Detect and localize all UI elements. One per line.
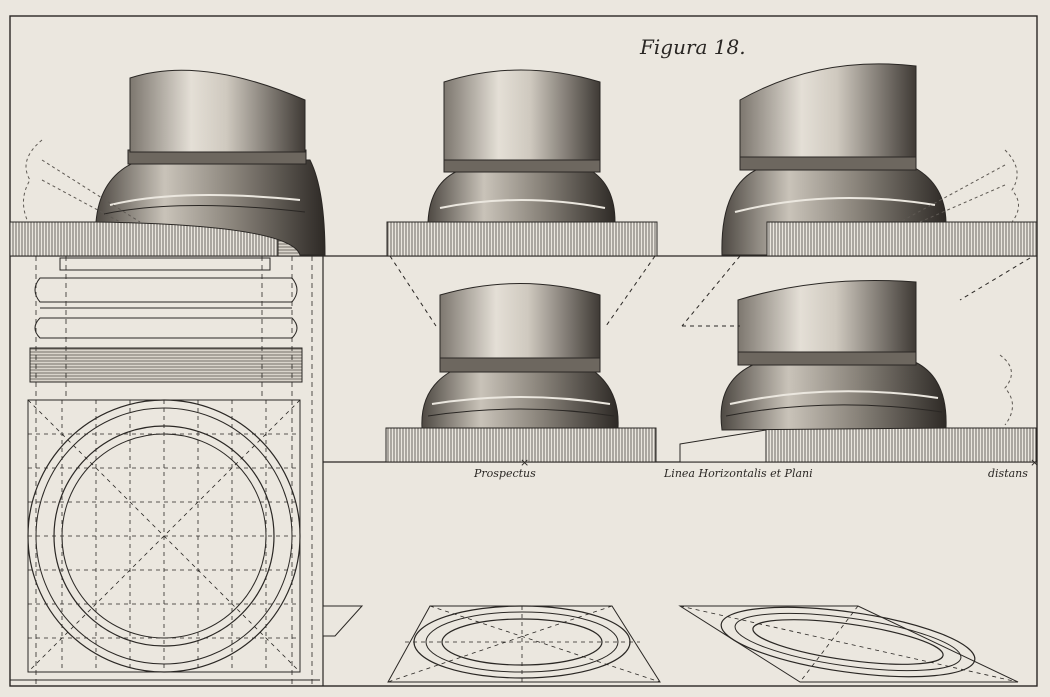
column-base-top-right xyxy=(721,63,947,256)
label-prospectus: Prospectus xyxy=(473,467,536,480)
label-horizon-line: Linea Horizontalis et Plani xyxy=(663,467,813,480)
profile-moulding-mid-right xyxy=(999,354,1013,426)
elevation-drawing xyxy=(29,257,303,383)
perspective-plan-right xyxy=(678,605,1019,683)
column-base-mid-center xyxy=(421,283,619,429)
profile-moulding-left xyxy=(23,139,141,223)
plinth-mid-center xyxy=(385,427,657,463)
figure-title: Figura 18. xyxy=(639,35,746,59)
plinth-top-center xyxy=(386,221,658,257)
label-distans: distans xyxy=(988,467,1028,480)
projection-lines xyxy=(389,255,1031,327)
prospectus-mark: × xyxy=(520,456,529,469)
plinth-top-right xyxy=(766,221,1038,257)
distance-mark: × xyxy=(1030,456,1039,469)
perspective-plan-center xyxy=(387,605,661,683)
perspective-plan-small xyxy=(322,605,364,637)
column-base-mid-right xyxy=(720,279,947,431)
plate-border xyxy=(9,15,1038,687)
profile-moulding-right xyxy=(899,149,1019,223)
plan-drawing xyxy=(10,256,320,686)
plinth-side-mid-right xyxy=(679,429,767,463)
column-base-top-left xyxy=(95,69,326,256)
column-base-top-center xyxy=(427,69,616,223)
plinth-mid-right xyxy=(765,427,1037,463)
